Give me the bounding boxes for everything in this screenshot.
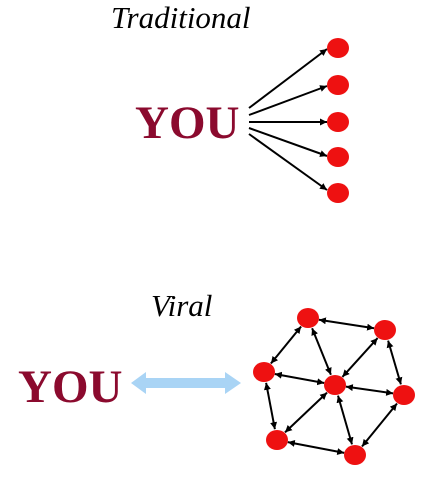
network-node [297, 308, 319, 328]
traditional-arrow [248, 127, 328, 157]
traditional-arrow [248, 85, 328, 116]
recipient-node [327, 112, 349, 132]
network-node [253, 362, 275, 382]
network-edge [284, 391, 328, 434]
network-edge [318, 317, 375, 331]
network-node [324, 375, 346, 395]
network-edge [341, 337, 379, 378]
network-edge [345, 384, 394, 396]
network-edge [361, 402, 398, 448]
network-edge [270, 325, 302, 365]
network-node [393, 385, 415, 405]
network-edge [287, 439, 345, 456]
recipient-node [327, 183, 349, 203]
recipient-node [327, 38, 349, 58]
traditional-arrow [248, 48, 328, 109]
viral-title: Viral [151, 288, 213, 323]
network-edge [386, 340, 403, 385]
network-edge [336, 395, 354, 445]
viral-you-label: YOU [18, 361, 123, 413]
viral-edges [263, 317, 403, 456]
network-edge [263, 382, 278, 430]
traditional-nodes [327, 38, 349, 203]
recipient-node [327, 147, 349, 167]
viral-nodes [253, 308, 415, 465]
traditional-arrow [248, 133, 328, 191]
traditional-title: Traditional [111, 0, 251, 35]
network-node [266, 430, 288, 450]
network-edge [311, 327, 332, 376]
network-node [374, 320, 396, 340]
traditional-arrows [248, 48, 328, 191]
recipient-node [327, 75, 349, 95]
network-edge [274, 371, 325, 386]
viral-connector-arrow [131, 372, 241, 394]
traditional-you-label: YOU [135, 97, 240, 149]
network-node [344, 445, 366, 465]
